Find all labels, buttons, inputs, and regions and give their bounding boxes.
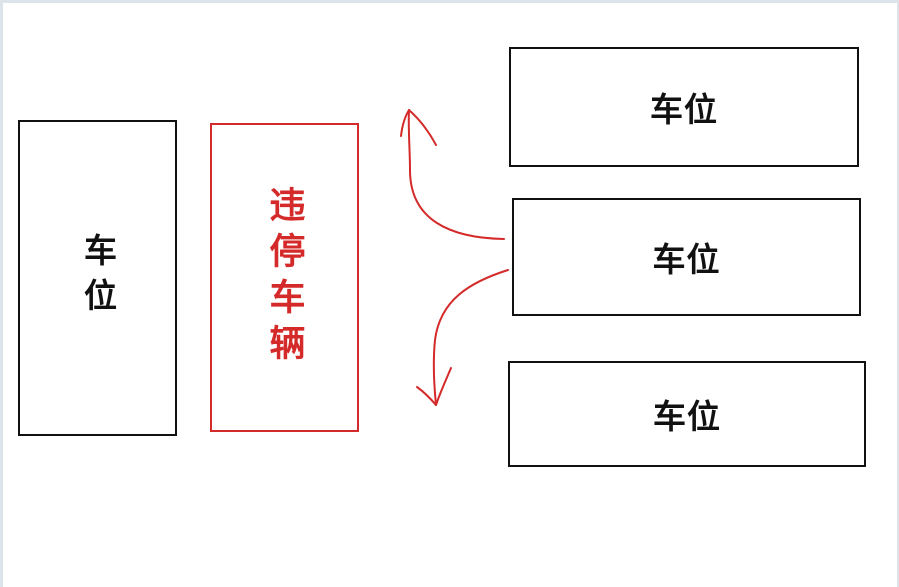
- right-parking-space-middle: 车位: [512, 198, 861, 316]
- right-parking-space-top: 车位: [509, 47, 859, 167]
- left-parking-space-label: 车位: [78, 233, 118, 323]
- illegally-parked-vehicle-label: 违停车辆: [263, 185, 306, 370]
- left-parking-space: 车位: [18, 120, 177, 436]
- right-parking-space-middle-label: 车位: [652, 240, 721, 279]
- illegally-parked-vehicle: 违停车辆: [210, 123, 359, 432]
- right-parking-space-bottom: 车位: [508, 361, 866, 467]
- right-parking-space-bottom-label: 车位: [653, 397, 721, 436]
- right-parking-space-top-label: 车位: [650, 90, 718, 129]
